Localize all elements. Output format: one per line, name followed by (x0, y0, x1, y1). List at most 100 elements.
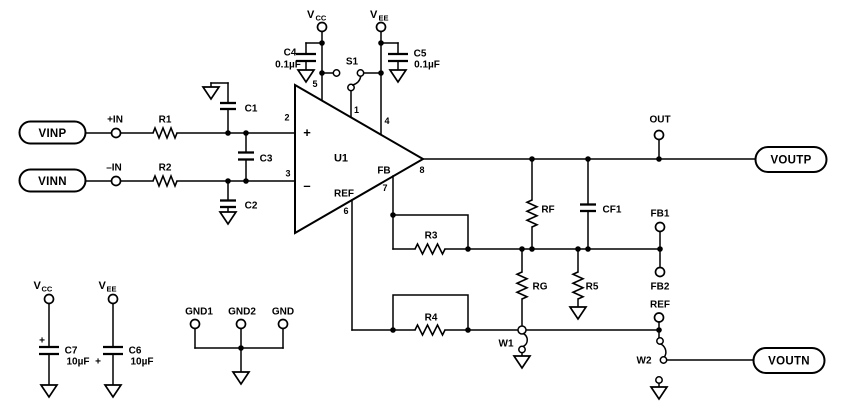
capacitor-c3: C3 (238, 132, 273, 182)
capacitor-value: 10µF (131, 357, 154, 368)
resistor-icon (525, 199, 539, 228)
pin-number-8: 8 (419, 165, 424, 175)
ground-icon (388, 69, 408, 84)
supply-vee-bottom: V EE (99, 280, 119, 348)
resistor-r3: R3 (392, 214, 469, 256)
opamp-fb-label: FB (377, 166, 390, 177)
capacitor-c5: C5 0.1µF (380, 42, 440, 84)
port-label: VOUTP (770, 155, 811, 167)
testpoint-circle-icon (277, 318, 289, 330)
switch-contact-icon (517, 325, 527, 335)
opamp-refdes: U1 (334, 153, 348, 165)
opamp-minus-sign: – (303, 178, 310, 193)
testpoint-circle-icon (316, 21, 328, 33)
net-ref-pin6 (351, 199, 416, 331)
testpoint-label: FB2 (651, 282, 670, 293)
port-label: VOUTN (768, 356, 810, 368)
capacitor-label: C6 (129, 346, 142, 357)
testpoint-label: GND (272, 307, 294, 318)
testpoint-circle-icon (654, 266, 666, 278)
resistor-label: RF (541, 205, 554, 216)
testpoint-circle-icon (110, 127, 122, 139)
testpoint-circle-icon (107, 293, 119, 305)
testpoint-circle-icon (110, 175, 122, 187)
switch-label: S1 (346, 57, 359, 68)
bypass-loop-wire (392, 214, 469, 250)
capacitor-c4: C4 0.1µF (275, 42, 323, 84)
resistor-label: R4 (425, 313, 438, 324)
polarity-plus-sign: + (39, 336, 45, 347)
capacitor-label: C1 (245, 104, 258, 115)
pin-number-2: 2 (284, 113, 289, 123)
gnd-header: GND1 GND2 GND (185, 307, 294, 386)
switch-label: W1 (499, 339, 514, 350)
ground-icon (568, 306, 588, 321)
supply-label: V (34, 280, 42, 292)
supply-label-sub: CC (316, 14, 327, 23)
bypass-loop-wire (392, 294, 469, 331)
testpoint-label: GND2 (228, 307, 256, 318)
resistor-label: R3 (425, 231, 438, 242)
testpoint-fb1: FB1 (651, 209, 670, 250)
resistor-label: R5 (586, 282, 599, 293)
resistor-rf: RF (525, 158, 555, 250)
port-vinp: VINP (18, 120, 87, 145)
testpoint-minus-in: –IN (106, 163, 122, 187)
resistor-r2: R2 (152, 163, 178, 189)
capacitor-c7: + C7 10µF (39, 336, 90, 399)
opamp-triangle-icon (294, 83, 425, 235)
switch-contact-icon (656, 337, 664, 345)
ground-icon (103, 384, 123, 399)
pin-number-4: 4 (384, 116, 389, 126)
capacitor-label: C4 (284, 48, 297, 59)
testpoint-plus-in: +IN (107, 115, 123, 139)
capacitor-c6: + C6 10µF (95, 346, 154, 399)
ground-icon (201, 86, 221, 101)
resistor-icon (571, 271, 585, 300)
pin-number-5: 5 (312, 79, 317, 89)
pin-number-7: 7 (382, 183, 387, 193)
resistor-icon (414, 323, 446, 337)
switch-contact-icon (655, 376, 663, 384)
testpoint-label: –IN (106, 163, 122, 174)
testpoint-circle-icon (653, 129, 665, 141)
resistor-r5: R5 (568, 248, 599, 321)
port-pill (754, 146, 828, 173)
opamp-u1: + – U1 FB REF 2 3 5 1 4 8 7 6 (284, 79, 425, 235)
resistor-rg: RG (515, 248, 548, 327)
resistor-r1: R1 (152, 115, 178, 141)
testpoint-label: REF (650, 300, 670, 311)
ground-icon (231, 371, 251, 386)
capacitor-cf1: CF1 (580, 158, 622, 250)
switch-blade-icon (351, 75, 362, 86)
port-voutp: VOUTP (754, 146, 828, 173)
supply-label: V (307, 9, 315, 21)
resistor-label: R1 (159, 115, 172, 126)
testpoint-circle-icon (189, 318, 201, 330)
testpoint-circle-icon (654, 221, 666, 233)
pin-number-3: 3 (285, 169, 290, 179)
capacitor-label: CF1 (603, 205, 622, 216)
switch-common-icon (659, 356, 668, 364)
testpoint-label: +IN (107, 115, 123, 126)
supply-label-sub: CC (42, 285, 53, 294)
switch-blade-icon (659, 342, 667, 359)
capacitor-label: C7 (65, 346, 78, 357)
ground-icon (296, 69, 316, 84)
switch-w2: W2 (637, 329, 755, 401)
testpoint-circle-icon (235, 318, 247, 330)
port-label: VINN (38, 176, 67, 188)
port-pill (752, 347, 826, 374)
capacitor-c2: C2 (218, 180, 258, 226)
supply-vcc-bottom: V CC (34, 280, 55, 348)
supply-label: V (99, 280, 107, 292)
resistor-icon (414, 242, 446, 256)
capacitor-label: C5 (414, 49, 427, 60)
testpoint-label: GND1 (185, 307, 213, 318)
port-label: VINP (38, 128, 66, 140)
switch-contact-icon (356, 69, 365, 77)
resistor-icon (152, 173, 178, 189)
testpoint-ref: REF (650, 300, 670, 331)
testpoint-circle-icon (653, 312, 665, 323)
